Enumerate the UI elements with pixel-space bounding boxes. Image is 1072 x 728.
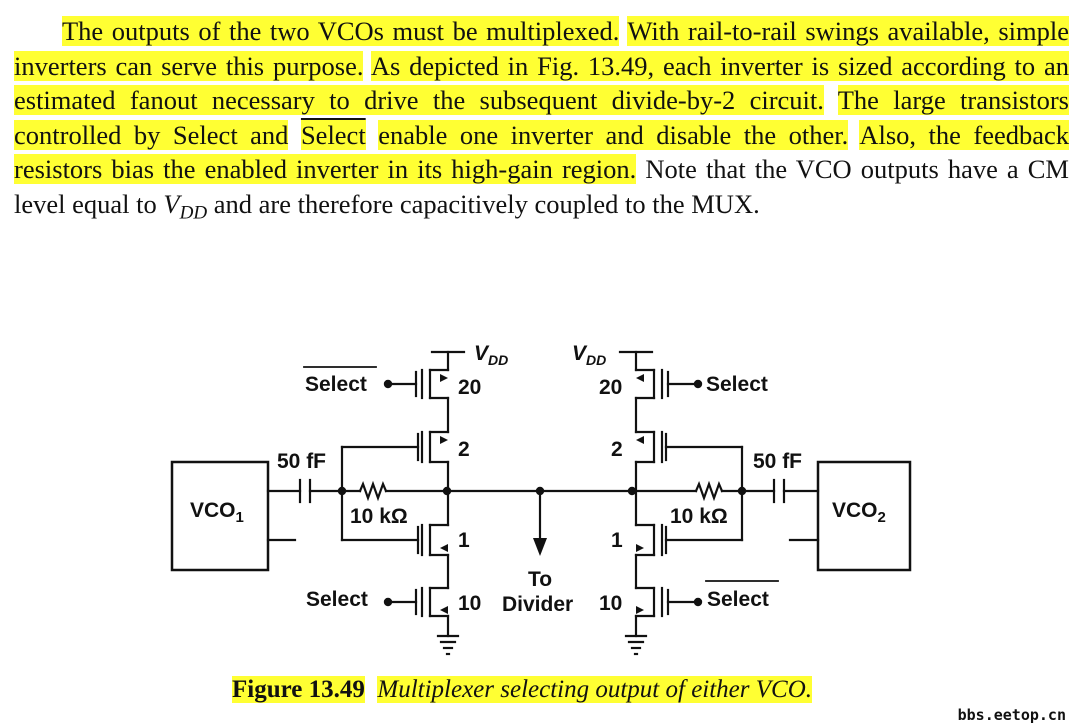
output-divider-label: Divider (502, 593, 573, 616)
sentence-6a: Note that the VCO outputs have a CM leve… (14, 154, 1069, 219)
select-right-top-label: Select (706, 373, 768, 396)
caption-text: Multiplexer selecting output of either V… (377, 676, 813, 703)
sentence-3: As depicted in Fig. 13.49, each inverter… (14, 50, 1069, 115)
vco2-label: VCO2 (832, 499, 886, 526)
vdd-right-label: VDD (572, 342, 606, 368)
size-1-right: 1 (611, 529, 623, 552)
select-bar-left-label: Select (305, 373, 367, 396)
size-2-left: 2 (458, 438, 470, 461)
vdd-left-label: VDD (474, 342, 508, 368)
sentence-6b: and are therefore capacitively coupled t… (213, 188, 760, 219)
size-2-right: 2 (611, 438, 623, 461)
body-paragraph: The outputs of the two VCOs must be mult… (14, 14, 1070, 230)
vco1-box (170, 460, 270, 572)
figure-number: Figure 13.49 (232, 676, 365, 703)
vdd-symbol: VDD (163, 188, 208, 223)
res-left-label: 10 kΩ (350, 505, 408, 528)
select-bar-right-label: Select (707, 588, 769, 611)
size-1-left: 1 (458, 529, 470, 552)
multiplexer-schematic: VCO1 VCO2 50 fF 50 fF 10 kΩ 10 kΩ VDD VD… (170, 342, 912, 656)
sentence-4c: enable one inverter and disable the othe… (378, 119, 849, 150)
cap-right-label: 50 fF (753, 450, 802, 473)
cap-left-label: 50 fF (277, 450, 326, 473)
size-20-left: 20 (458, 376, 481, 399)
watermark: bbs.eetop.cn (957, 706, 1066, 724)
output-arrow (533, 538, 547, 556)
vco1-label: VCO1 (190, 499, 244, 526)
sentence-1: The outputs of the two VCOs must be mult… (62, 16, 620, 46)
select-bar-text: Select (300, 119, 366, 150)
vco2-box (816, 460, 912, 572)
output-to-label: To (528, 568, 552, 591)
select-left-bottom-label: Select (306, 588, 368, 611)
size-10-right: 10 (599, 592, 622, 615)
size-10-left: 10 (458, 592, 481, 615)
figure-caption: Figure 13.49 Multiplexer selecting outpu… (232, 676, 813, 704)
res-right-label: 10 kΩ (670, 505, 728, 528)
size-20-right: 20 (599, 376, 622, 399)
